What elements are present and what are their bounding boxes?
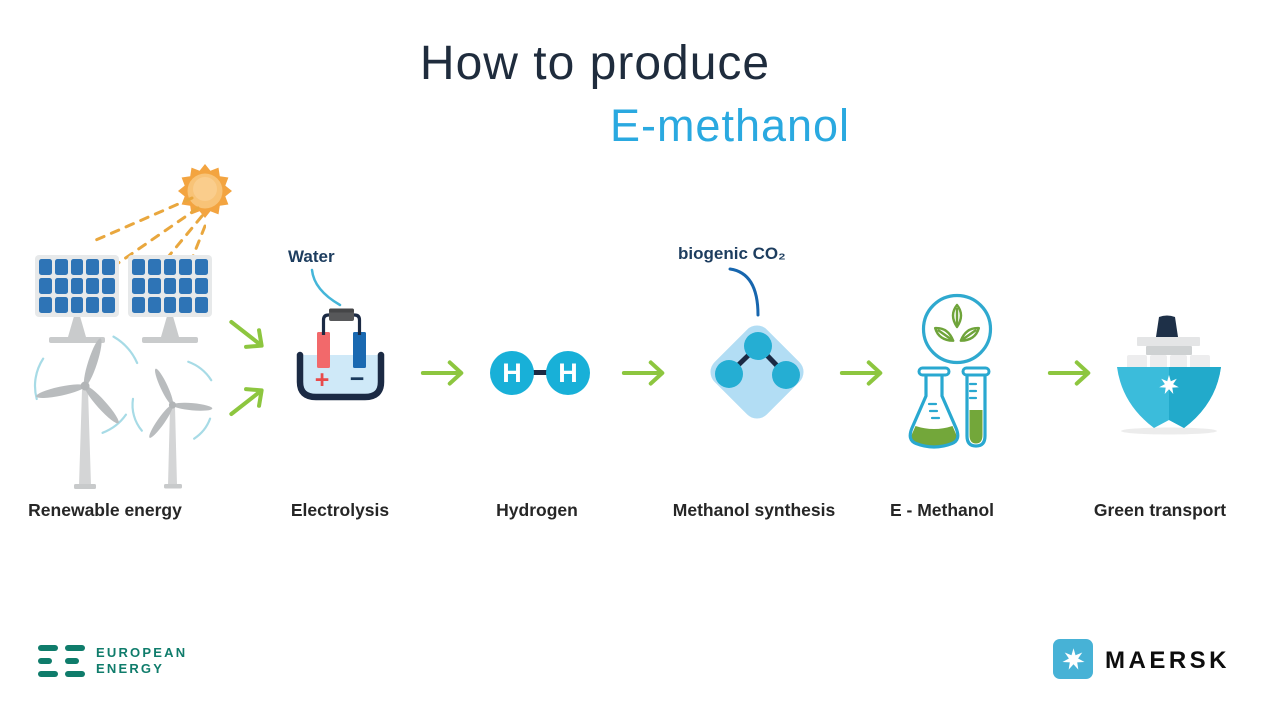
step-label-renewable-energy: Renewable energy xyxy=(28,500,182,520)
hydrogen-atom-label: H xyxy=(502,357,522,388)
step-label-electrolysis: Electrolysis xyxy=(290,500,390,520)
methanol-molecule-icon xyxy=(715,332,800,389)
step-label-hydrogen: Hydrogen xyxy=(496,500,578,520)
solar-panel-icon xyxy=(35,255,119,343)
solar-panel-frame xyxy=(128,255,212,317)
solar-panel-frame xyxy=(35,255,119,317)
european-energy-logo: EUROPEAN ENERGY xyxy=(38,642,258,686)
flow-arrow-icon xyxy=(420,360,464,386)
electrolysis-icon xyxy=(296,308,385,401)
step-label-methanol-synthesis: Methanol synthesis xyxy=(672,500,836,520)
maersk-logo: MAERSK xyxy=(1053,639,1253,681)
flow-arrow-icon xyxy=(229,319,264,349)
water-leader-line xyxy=(310,268,342,307)
hydrogen-atom-icon: H xyxy=(546,351,590,395)
step-label-green-transport: Green transport xyxy=(1093,500,1227,520)
hydrogen-atom-icon: H xyxy=(490,351,534,395)
cathode-minus-symbol: − xyxy=(349,365,365,393)
page-subtitle: E-methanol xyxy=(609,100,851,151)
flow-arrow-icon xyxy=(839,360,883,386)
sun-icon xyxy=(178,164,232,218)
h2-bond xyxy=(524,370,558,375)
european-energy-mark-icon xyxy=(38,645,86,677)
flow-arrow-icon xyxy=(621,360,665,386)
european-energy-name-line1: EUROPEAN xyxy=(96,645,188,660)
maersk-wordmark: MAERSK xyxy=(1105,647,1231,674)
flow-arrow-icon xyxy=(229,387,264,417)
anode-plus-symbol: + xyxy=(314,366,330,394)
solar-panel-icon xyxy=(128,255,212,343)
co2-annotation: biogenic CO₂ xyxy=(678,244,786,263)
hydrogen-atom-label: H xyxy=(558,357,578,388)
wind-turbines-icon xyxy=(26,332,220,489)
step-label-e-methanol: E - Methanol xyxy=(889,500,995,520)
flask-and-tube-icon xyxy=(908,366,991,449)
eco-leaves-badge-icon xyxy=(921,293,993,365)
maersk-star-icon xyxy=(1159,375,1179,394)
european-energy-name-line2: ENERGY xyxy=(96,661,165,676)
water-annotation: Water xyxy=(288,247,335,266)
flow-arrow-icon xyxy=(1047,360,1091,386)
ship-icon xyxy=(1117,315,1221,435)
maersk-star-tile-icon xyxy=(1053,639,1093,679)
co2-leader-line xyxy=(728,267,760,317)
page-title: How to produce xyxy=(419,37,771,90)
